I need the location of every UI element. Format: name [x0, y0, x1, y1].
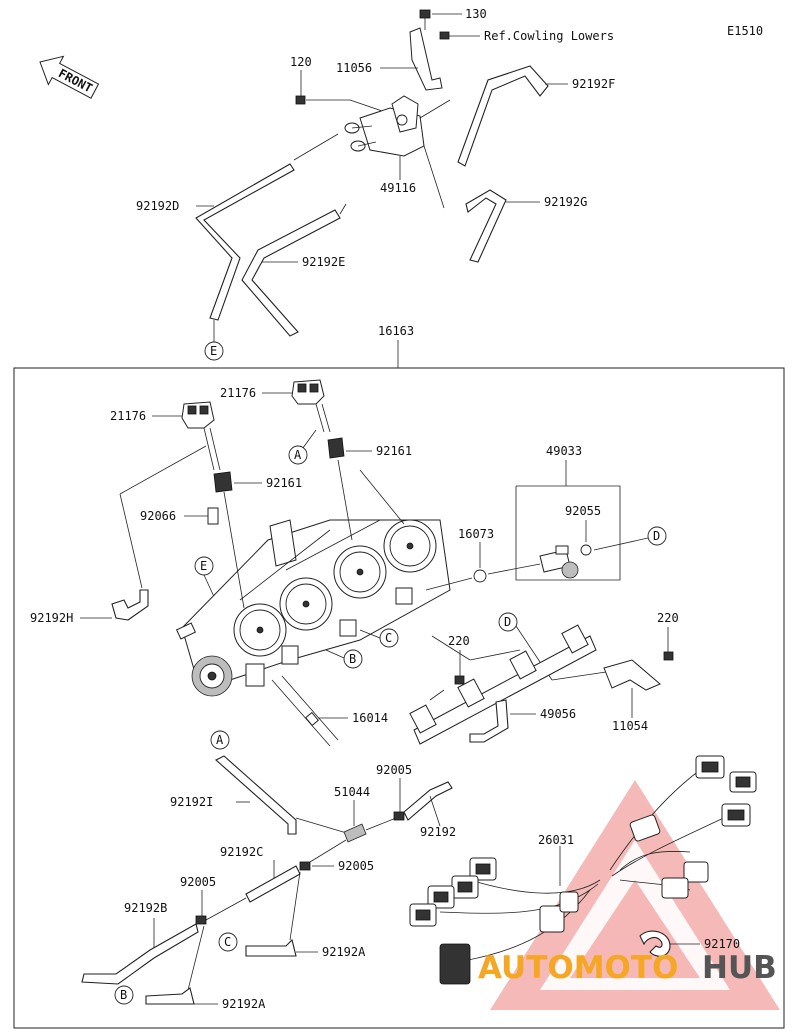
ref-circle-B-mid — [343, 649, 363, 669]
ref-circle-E-top — [204, 341, 224, 361]
callout-92192B: 92192B — [124, 901, 167, 915]
callout-92192I: 92192I — [170, 795, 213, 809]
air-switching-valve-49116 — [344, 95, 425, 157]
ref-A-low: A — [216, 733, 224, 747]
hose-92192C — [245, 865, 301, 903]
callout-92192C: 92192C — [220, 845, 263, 859]
callout-21176-upper: 21176 — [220, 386, 256, 400]
callout-92066: 92066 — [140, 509, 176, 523]
hose-92192A-upper — [245, 938, 297, 957]
callout-92170: 92170 — [704, 937, 740, 951]
callout-21176-lower: 21176 — [110, 409, 146, 423]
hose-92192A-lower — [145, 987, 195, 1005]
ref-circle-D-right — [647, 526, 667, 546]
grommet-92161-upper — [327, 437, 345, 459]
hose-92192I — [215, 755, 297, 835]
callout-11056: 11056 — [336, 61, 372, 75]
seal-16073 — [473, 569, 487, 583]
callout-220-right: 220 — [657, 611, 679, 625]
callout-92192F: 92192F — [572, 77, 615, 91]
ref-C-mid: C — [385, 631, 392, 645]
bolt-220-right — [663, 651, 674, 661]
callout-92192D: 92192D — [136, 199, 179, 213]
hose-92192D — [195, 163, 295, 321]
watermark-text-primary: AUTOMOTO — [478, 950, 678, 986]
joint-92005-low — [195, 915, 207, 925]
throttle-body-assembly — [175, 519, 451, 697]
ref-E-top: E — [210, 344, 217, 358]
watermark-text-secondary: HUB — [702, 950, 777, 986]
bracket-11054 — [603, 659, 661, 691]
ref-D-rail: D — [504, 615, 511, 629]
ref-B-low: B — [120, 988, 127, 1002]
ref-circle-C-mid — [379, 628, 399, 648]
diagram-code: E1510 — [727, 24, 763, 38]
callout-11054: 11054 — [612, 719, 648, 733]
callout-92192A-lower: 92192A — [222, 997, 266, 1011]
callout-92161-lower: 92161 — [266, 476, 302, 490]
ref-circle-A-top — [288, 445, 308, 465]
callout-120: 120 — [290, 55, 312, 69]
callout-16073: 16073 — [458, 527, 494, 541]
front-arrow-icon: FRONT — [39, 55, 100, 99]
screw-16014 — [305, 711, 319, 727]
hose-92192G — [465, 189, 507, 263]
hose-92192B — [81, 923, 199, 985]
callout-92192H: 92192H — [30, 611, 73, 625]
callout-51044: 51044 — [334, 785, 370, 799]
bolt-120 — [295, 95, 306, 105]
ref-A-top: A — [294, 448, 302, 462]
callout-92055: 92055 — [565, 504, 601, 518]
bolt-220-left — [454, 675, 465, 685]
callout-49033: 49033 — [546, 444, 582, 458]
hose-92192E — [241, 209, 341, 337]
callout-92161-upper: 92161 — [376, 444, 412, 458]
hose-92192F — [457, 65, 549, 167]
callout-26031: 26031 — [538, 833, 574, 847]
ref-circle-B-low — [114, 985, 134, 1005]
clamp-92170 — [639, 930, 671, 957]
callout-49116: 49116 — [380, 181, 416, 195]
bolt-130 — [419, 9, 431, 30]
sensor-21176-upper — [291, 379, 331, 433]
callout-92192G: 92192G — [544, 195, 587, 209]
callout-92192E: 92192E — [302, 255, 345, 269]
ref-circle-A-low — [210, 730, 230, 750]
ref-circle-C-low — [218, 932, 238, 952]
callout-92192: 92192 — [420, 825, 456, 839]
callout-130: 130 — [465, 7, 487, 21]
ref-circle-D-rail — [498, 612, 518, 632]
hose-92192 — [403, 781, 453, 821]
wiring-harness-26031 — [409, 755, 757, 985]
injector-49033 — [539, 545, 579, 579]
callout-92005-top: 92005 — [376, 763, 412, 777]
callout-92192A-upper: 92192A — [322, 945, 366, 959]
ref-E-mid: E — [200, 559, 207, 573]
fuel-rail-49056 — [409, 624, 597, 745]
ref-C-low: C — [224, 935, 231, 949]
cap-92066 — [207, 507, 219, 525]
assembly-box — [13, 367, 785, 1029]
ref-D-right: D — [653, 529, 660, 543]
ref-B-mid: B — [349, 652, 356, 666]
oring-92055 — [580, 544, 592, 556]
hose-92192H — [111, 589, 149, 621]
callout-92005-mid: 92005 — [338, 859, 374, 873]
front-label: FRONT — [56, 66, 94, 95]
callout-49056: 49056 — [540, 707, 576, 721]
filter-51044 — [343, 823, 367, 843]
callout-16014: 16014 — [352, 711, 388, 725]
ref-cowling-note: Ref.Cowling Lowers — [484, 29, 614, 43]
sensor-21176-lower — [181, 401, 221, 471]
callout-92005-low: 92005 — [180, 875, 216, 889]
joint-92005-mid — [299, 861, 311, 871]
callout-220-left: 220 — [448, 634, 470, 648]
bracket-11056 — [409, 27, 480, 91]
callout-16163: 16163 — [378, 324, 414, 338]
grommet-92161-lower — [213, 471, 233, 493]
joint-92005-top — [393, 811, 405, 821]
